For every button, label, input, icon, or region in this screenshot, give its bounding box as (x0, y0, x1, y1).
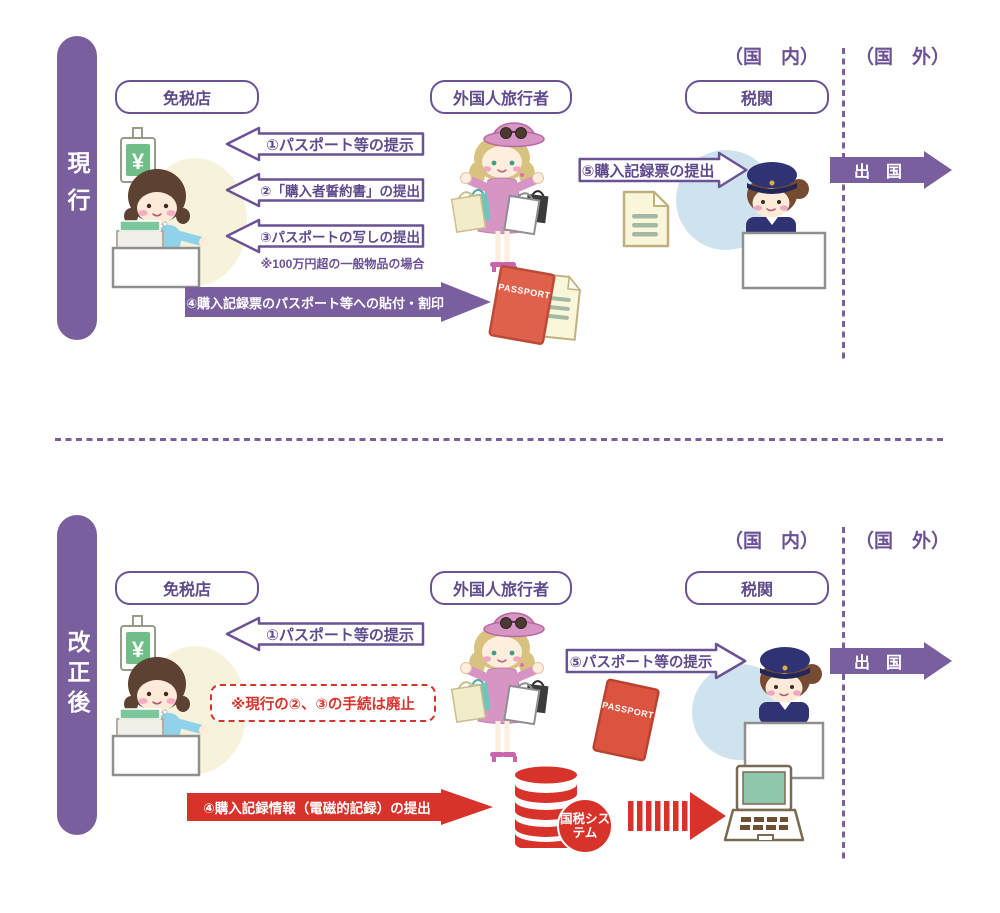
sun-hat-icon (483, 612, 545, 638)
step1-arrow: ①パスポート等の提示 (225, 616, 425, 652)
foreign-traveler-label: 外国人旅行者 (452, 91, 549, 108)
foreign-traveler-label: 外国人旅行者 (452, 582, 549, 599)
customs-officer (746, 162, 809, 239)
step2-arrow: ②「購入者誓約書」の提出 (225, 172, 425, 208)
shop-counter (111, 734, 201, 777)
svg-text:¥: ¥ (132, 637, 145, 662)
step1-arrow: ①パスポート等の提示 (225, 126, 425, 162)
shopping-bags (450, 679, 549, 726)
domestic-overseas-divider (842, 48, 845, 360)
customs-box: 税関 (685, 571, 829, 605)
sun-hat-icon (483, 122, 545, 148)
customs-officer-illustration (676, 150, 827, 290)
section-divider (55, 438, 945, 441)
step4-arrow: ④購入記録票のパスポート等への貼付・割印 (185, 281, 493, 323)
side-bar-revised: 改正後 (57, 515, 97, 835)
step5-arrow: ⑤パスポート等の提示 (565, 642, 747, 680)
abolished-note-label: ※現行の②、③の手続は廃止 (231, 696, 415, 713)
step4-arrow: ④購入記録情報（電磁的記録）の提出 (187, 789, 495, 825)
region-label-domestic: （国 内） (724, 47, 820, 68)
shop-counter (111, 246, 201, 289)
step4-label: ④購入記録情報（電磁的記録）の提出 (203, 801, 431, 816)
cash-register (116, 708, 164, 738)
customs-counter (741, 231, 827, 290)
step5-arrow: ⑤購入記録票の提出 (578, 151, 748, 189)
side-bar-current: 現行 (57, 36, 97, 340)
region-label-overseas: （国 外） (855, 47, 951, 68)
domestic-overseas-divider (842, 527, 845, 859)
traveler-illustration (450, 122, 549, 272)
departure-label: 出 国 (853, 655, 902, 672)
foreign-traveler-box: 外国人旅行者 (430, 571, 572, 605)
step5-label: ⑤パスポート等の提示 (569, 654, 713, 671)
passport-with-record-icon: PASSPORT (488, 265, 582, 345)
traveler-illustration (450, 612, 549, 762)
duty-free-shop-label: 免税店 (162, 582, 211, 599)
step2-label: ②「購入者誓約書」の提出 (260, 184, 420, 199)
side-bar-label: 改正後 (64, 630, 90, 720)
svg-text:¥: ¥ (132, 149, 145, 174)
duty-free-shop-label: 免税店 (162, 91, 211, 108)
officer-cap-icon (760, 647, 810, 679)
duty-free-shop-box: 免税店 (115, 80, 259, 114)
region-label-overseas: （国 外） (855, 531, 951, 552)
laptop-icon (723, 764, 805, 842)
region-label-domestic: （国 内） (724, 531, 820, 552)
side-bar-label: 現行 (64, 151, 90, 225)
tax-system-badge: 国税システム (557, 798, 613, 854)
step1-label: ①パスポート等の提示 (266, 136, 414, 154)
shop-clerk-illustration: ¥ (111, 615, 247, 777)
cash-register (116, 220, 164, 250)
shop-clerk-illustration: ¥ (111, 127, 247, 289)
passport-icon: PASSPORT (592, 678, 660, 762)
step3-note: ※100万円超の一般物品の場合 (260, 257, 425, 271)
customs-officer-illustration (692, 647, 825, 842)
customs-box: 税関 (685, 80, 829, 114)
data-transmission-arrow (628, 792, 726, 840)
section-current: 現行 （国 内） （国 外） 免税店 外国人旅行者 税関 ¥ (0, 0, 1000, 440)
purchase-record-document-icon (622, 190, 670, 248)
duty-free-shop-box: 免税店 (115, 571, 259, 605)
section-revised: 改正後 （国 内） （国 外） 免税店 外国人旅行者 税関 ¥ (0, 440, 1000, 913)
tax-system-label: 国税システム (559, 811, 610, 840)
departure-arrow: 出 国 (830, 641, 954, 681)
officer-cap-icon (747, 162, 797, 194)
customs-label: 税関 (740, 582, 773, 599)
customs-label: 税関 (740, 91, 773, 108)
tax-database-icon (515, 766, 577, 848)
shopping-bags (450, 189, 549, 236)
step3-arrow: ③パスポートの写しの提出 (225, 218, 425, 254)
customs-officer (759, 647, 822, 724)
step5-label: ⑤購入記録票の提出 (581, 162, 715, 180)
departure-label: 出 国 (853, 164, 902, 181)
foreign-traveler-box: 外国人旅行者 (430, 80, 572, 114)
step1-label: ①パスポート等の提示 (266, 626, 414, 644)
step3-label: ③パスポートの写しの提出 (260, 230, 420, 245)
step4-label: ④購入記録票のパスポート等への貼付・割印 (185, 295, 444, 311)
departure-arrow: 出 国 (830, 150, 954, 190)
abolished-note-box: ※現行の②、③の手続は廃止 (210, 684, 436, 722)
